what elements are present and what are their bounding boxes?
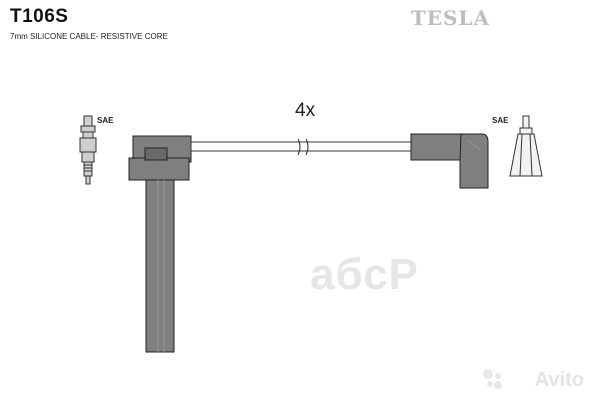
cable-line [190,138,412,156]
sae-terminal-right-icon [509,115,543,177]
avito-watermark: Avito [534,369,584,391]
avito-logo-icon [483,369,502,389]
spark-plug-left-icon [79,115,97,185]
part-number: T106S [10,6,69,27]
long-plug-boot [128,135,192,353]
cable-description: 7mm SILICONE CABLE- RESISTIVE CORE [10,32,168,41]
center-watermark: абсР [310,250,419,299]
left-end-label: SAE [97,116,114,125]
brand-logo: TESLA [410,6,490,30]
right-end-label: SAE [492,116,509,125]
quantity-label: 4x [295,100,316,121]
angled-distributor-boot [410,133,489,189]
